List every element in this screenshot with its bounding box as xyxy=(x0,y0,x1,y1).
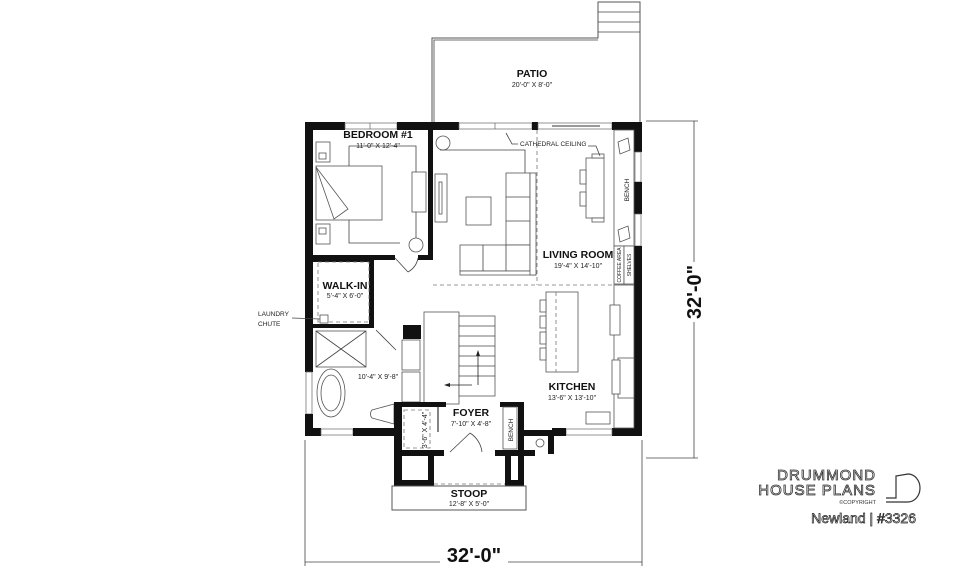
patio-label: PATIO xyxy=(517,68,548,80)
bedroom-1: BEDROOM #1 11'-0" X 12'-4" xyxy=(313,129,451,273)
plan-name: Newland | #3326 xyxy=(811,510,917,527)
vanity-sink xyxy=(401,371,421,403)
foyer-label: FOYER xyxy=(453,407,490,419)
bedroom-1-label: BEDROOM #1 xyxy=(343,129,413,141)
stoop-dims: 12'-8" X 5'-0" xyxy=(449,501,490,508)
exterior-walls xyxy=(305,122,642,436)
shelves xyxy=(623,245,635,285)
floor-drain-icon xyxy=(535,438,545,448)
bench-label: BENCH xyxy=(624,178,631,201)
living-room: BENCH COFFEE AREA SHELVES CATHEDRAL CEIL… xyxy=(433,129,635,286)
walk-in-label: WALK-IN xyxy=(323,280,368,292)
toilet xyxy=(370,403,395,425)
kitchen-label: KITCHEN xyxy=(549,381,596,393)
stoop-label: STOOP xyxy=(451,488,488,500)
kitchen: KITCHEN 13'-6" X 13'-10" xyxy=(539,284,635,429)
copyright-label: ©COPYRIGHT xyxy=(839,500,876,506)
brand-line-2: HOUSE PLANS xyxy=(758,482,876,499)
plant-icon xyxy=(408,237,424,253)
laundry-chute xyxy=(319,314,329,324)
vanity-sink xyxy=(401,339,421,371)
range-hood xyxy=(617,357,635,399)
stairs xyxy=(403,311,496,405)
bedroom-1-dims: 11'-0" X 12'-4" xyxy=(356,143,400,150)
stoop-slab xyxy=(391,485,527,511)
patio: PATIO 20'-0" X 8'-0" xyxy=(431,1,641,122)
drummond-branding: DRUMMOND HOUSE PLANS ©COPYRIGHT Newland … xyxy=(758,467,921,527)
living-room-label: LIVING ROOM xyxy=(543,249,614,261)
closet-dims: 3'-6" X 4'-4" xyxy=(422,411,429,448)
laundry-chute-label-1: LAUNDRY xyxy=(258,311,290,318)
laundry-chute-label-2: CHUTE xyxy=(258,321,281,328)
cathedral-ceiling-label: CATHEDRAL CEILING xyxy=(520,141,586,148)
fridge xyxy=(609,304,621,336)
brand-line-1: DRUMMOND xyxy=(777,467,876,484)
overall-depth-label: 32'-0" xyxy=(684,265,706,319)
overall-dimension-depth: 32'-0" xyxy=(646,120,706,459)
living-room-dims: 19'-4" X 14'-10" xyxy=(554,263,603,270)
pillow-icon xyxy=(617,225,631,243)
foyer-bench xyxy=(502,406,518,450)
dining-table xyxy=(585,157,605,219)
foyer-closet xyxy=(403,409,431,449)
kitchen-sink xyxy=(585,411,611,425)
foyer: 3'-6" X 4'-4" BENCH FOYER 7'-10" X 4'-8" xyxy=(394,402,554,462)
pillow-icon xyxy=(617,137,631,155)
overall-dimension-width: 32'-0" xyxy=(304,440,643,567)
plant-icon xyxy=(435,135,451,151)
bathroom-dims: 10'-4" X 9'-8" xyxy=(358,374,399,381)
overall-width-label: 32'-0" xyxy=(447,545,501,567)
walk-in-dims: 5'-4" X 6'-0" xyxy=(327,293,364,300)
foyer-bench-label: BENCH xyxy=(508,418,515,441)
walk-in-closet: WALK-IN 5'-4" X 6'-0" xyxy=(313,258,374,328)
coffee-table xyxy=(465,196,492,226)
kitchen-island xyxy=(545,291,579,373)
kitchen-dims: 13'-6" X 13'-10" xyxy=(548,395,597,402)
patio-dims: 20'-0" X 8'-0" xyxy=(512,82,553,89)
shelves-label: SHELVES xyxy=(627,253,633,276)
laundry-chute-callout: LAUNDRY CHUTE xyxy=(258,311,321,328)
coffee-area-label: COFFEE AREA xyxy=(617,247,623,283)
drummond-logo-icon xyxy=(886,473,921,503)
stoop: STOOP 12'-8" X 5'-0" xyxy=(391,456,527,511)
dresser xyxy=(411,171,427,213)
foyer-dims: 7'-10" X 4'-8" xyxy=(451,421,492,428)
cooktop xyxy=(611,359,621,395)
